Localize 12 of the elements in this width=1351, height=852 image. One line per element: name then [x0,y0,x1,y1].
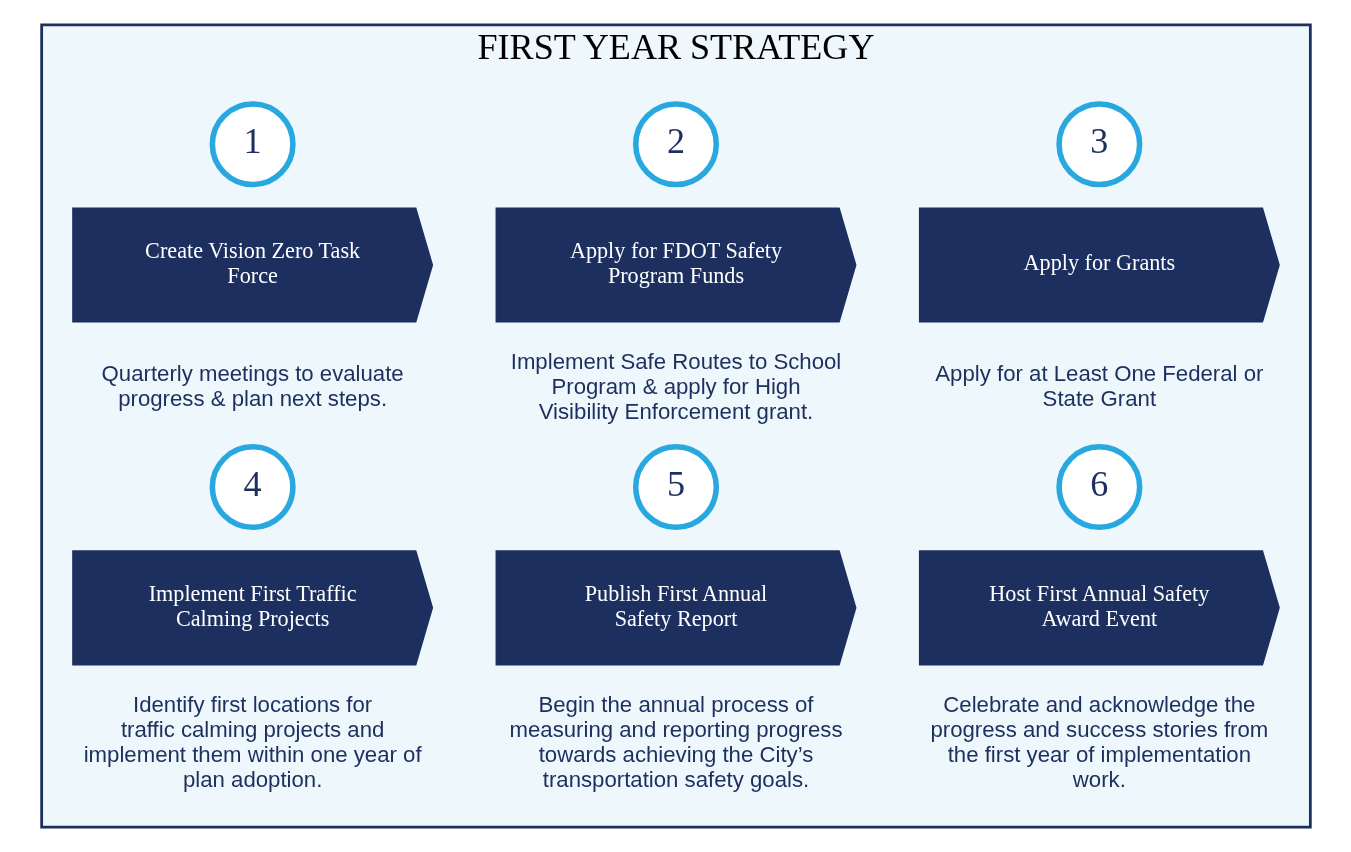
node-label: Quarterly meetings to evaluate progress & plan next steps. [101,361,404,412]
node-label: Implement Safe Routes to School Program & apply for High Visibility Enforcement grant. [510,348,841,424]
node-circle: 5 [632,444,719,531]
node-label: Begin the annual process of measuring and reporting progress towards achieving the City’s transportation safety goals. [509,691,842,792]
node-label: Celebrate and acknowledge the progress and success stories from the first year of implementation work. [929,691,1268,792]
node-circle: 2 [632,101,719,188]
node-circle: 4 [209,444,296,531]
node-circle: 1 [209,101,296,188]
node-circle: 3 [1055,101,1142,188]
node-label: Identify first locations for traffic calming projects and implement them within one year of plan adoption. [83,691,422,792]
node-circle: 6 [1055,444,1142,531]
node-label: Apply for at Least One Federal or State Grant [934,361,1263,412]
